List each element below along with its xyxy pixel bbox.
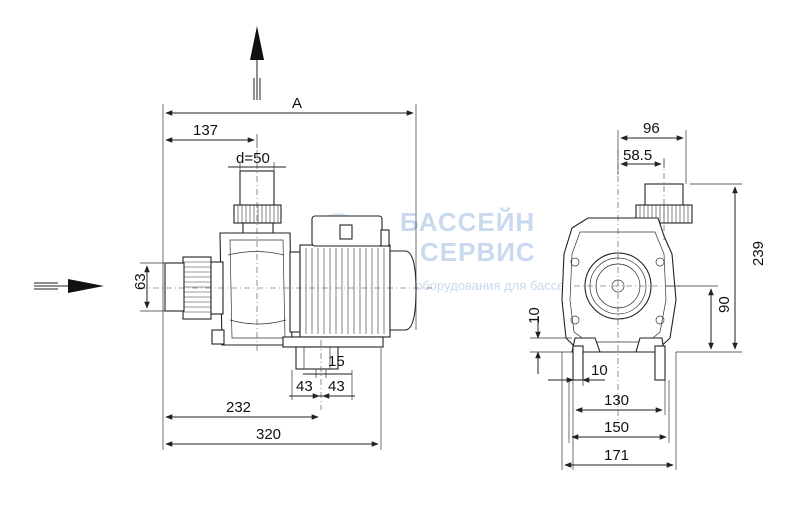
dim-171-label: 171 <box>604 447 629 464</box>
front-view-pump <box>561 150 693 420</box>
dim-232-label: 232 <box>226 399 251 416</box>
arrow-right-icon <box>34 279 104 293</box>
dim-15-label: 15 <box>328 353 345 370</box>
dim-63-label: 63 <box>132 273 149 290</box>
dim-90-label: 90 <box>716 296 733 313</box>
base-foot <box>295 346 339 370</box>
inlet-pipe <box>164 262 185 312</box>
dim-320-label: 320 <box>256 426 281 443</box>
dim-43-left-label: 43 <box>296 378 313 395</box>
dim-43-right-label: 43 <box>328 378 345 395</box>
dim-d50-label: d=50 <box>236 150 270 167</box>
side-view-pump <box>140 150 432 410</box>
front-view-dimensions: 96 58.5 239 90 10 10 130 150 <box>526 120 767 470</box>
dim-150-label: 150 <box>604 419 629 436</box>
watermark-line2: СЕРВИС <box>420 237 536 267</box>
dim-239-label: 239 <box>750 241 767 266</box>
watermark-line1: БАССЕЙН <box>400 207 535 237</box>
fan-cover <box>389 250 417 331</box>
dim-10-horizontal-label: 10 <box>591 362 608 379</box>
motor-body <box>299 244 391 338</box>
dim-137-label: 137 <box>193 122 218 139</box>
dim-96-label: 96 <box>643 120 660 137</box>
dim-a-label: A <box>292 95 302 112</box>
dim-10-vertical-label: 10 <box>526 307 543 324</box>
dim-130-label: 130 <box>604 392 629 409</box>
arrow-up-icon <box>250 26 264 100</box>
side-view-dimensions: A 137 d=50 63 15 43 43 232 320 <box>132 95 417 450</box>
dim-58-5-label: 58.5 <box>623 147 652 164</box>
